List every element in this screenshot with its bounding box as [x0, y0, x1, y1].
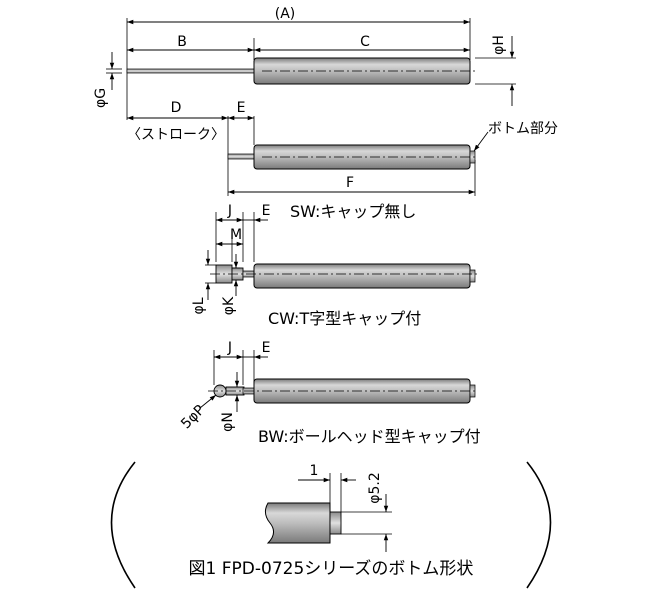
caption-cw: CW:T字型キャップ付	[268, 309, 421, 328]
label-g: φG	[93, 88, 109, 108]
label-one: 1	[310, 463, 319, 479]
label-f: F	[346, 175, 354, 191]
label-b: B	[177, 34, 187, 50]
label-p: 5φP	[178, 402, 208, 432]
label-c: C	[360, 34, 370, 50]
detail-bottom-shape: 1 φ5.2 図1 FPD-0725シリーズのボトム形状	[110, 461, 552, 589]
label-l: φL	[191, 297, 207, 314]
label-j: J	[227, 340, 232, 356]
right-parenthesis	[526, 461, 552, 589]
left-parenthesis	[110, 461, 136, 589]
label-a: (A)	[275, 6, 296, 22]
label-n: φN	[220, 412, 236, 432]
label-e: E	[237, 100, 246, 116]
detail-tip	[329, 511, 342, 535]
view-bw: J E 5φP φN BW:ボールヘッド型キャップ付	[178, 340, 481, 446]
view-stroke: D 〈ストローク〉 E ボトム部分 F	[126, 100, 558, 196]
label-d: D	[171, 100, 182, 116]
caption-bw: BW:ボールヘッド型キャップ付	[258, 427, 481, 446]
label-e: E	[262, 340, 271, 356]
view-overall: (A) B C φH φG	[93, 6, 516, 112]
detail-body	[264, 502, 331, 544]
label-m: M	[230, 227, 242, 243]
label-k: φK	[221, 296, 237, 315]
caption-sw: SW:キャップ無し	[290, 202, 416, 221]
label-dia52: φ5.2	[367, 472, 383, 504]
label-bottom-part: ボトム部分	[488, 121, 558, 137]
view-cw: SW:キャップ無し J E M φL φK CW:T字型キャッ	[191, 202, 478, 328]
label-stroke: 〈ストローク〉	[127, 127, 225, 143]
piston-rod-retracted	[227, 153, 256, 160]
figure-title: 図1 FPD-0725シリーズのボトム形状	[189, 559, 474, 579]
label-j: J	[227, 203, 232, 219]
label-e: E	[262, 203, 271, 219]
piston-rod	[126, 68, 256, 74]
label-h: φH	[491, 35, 507, 55]
cylinder-body	[253, 263, 471, 289]
